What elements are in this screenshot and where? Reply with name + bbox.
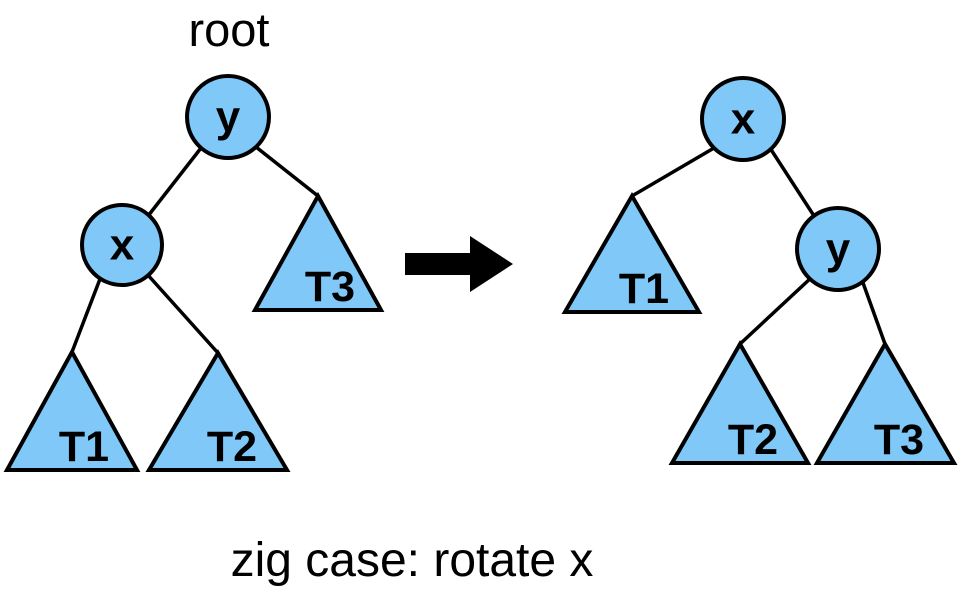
triangle-shape [813,339,958,465]
node-shape [795,206,881,292]
triangle-shape [3,347,141,472]
node-shape [700,76,786,162]
edge-after-x-to-t1 [631,146,715,198]
edge-after-y-to-t2 [738,275,814,346]
subtree-label: T1 [619,265,669,313]
triangle-shape [668,339,812,465]
node-shape [80,203,164,287]
arrow-shape [405,236,513,292]
edge-after-y-to-t3 [860,279,887,345]
triangle-shape [561,192,703,314]
node-before-x[interactable]: x [80,203,164,287]
edge-before-x-to-t1 [70,278,102,353]
edge-after-x-to-y [768,147,818,220]
subtree-before-t2[interactable]: T2 [145,349,291,472]
node-shape [185,74,271,160]
before-tree-group: root T3 T1 T2 y [3,3,385,472]
subtree-before-t1[interactable]: T1 [3,347,141,472]
right-arrow-icon [405,236,513,292]
node-label: x [731,95,756,144]
triangle-shape [251,191,385,312]
triangle-shape [145,349,291,472]
subtree-after-t3[interactable]: T3 [813,339,958,465]
node-label: x [110,221,135,270]
subtree-label: T2 [728,416,778,464]
subtree-label: T2 [207,423,257,471]
node-after-x[interactable]: x [700,76,786,162]
edge-before-y-to-t3 [254,145,320,198]
subtree-label: T1 [59,423,109,471]
node-label: y [216,93,241,142]
subtree-label: T3 [305,263,355,311]
after-tree-group: T1 T2 T3 x y [561,76,958,465]
edge-before-y-to-x [146,146,203,218]
subtree-after-t2[interactable]: T2 [668,339,812,465]
subtree-label: T3 [874,416,924,464]
node-before-y[interactable]: y [185,74,271,160]
subtree-after-t1[interactable]: T1 [561,192,703,314]
root-label: root [189,3,270,56]
edge-before-x-to-t2 [145,272,220,355]
subtree-before-t3[interactable]: T3 [251,191,385,312]
node-label: y [826,225,851,274]
node-after-y[interactable]: y [795,206,881,292]
figure-caption: zig case: rotate x [231,534,594,587]
